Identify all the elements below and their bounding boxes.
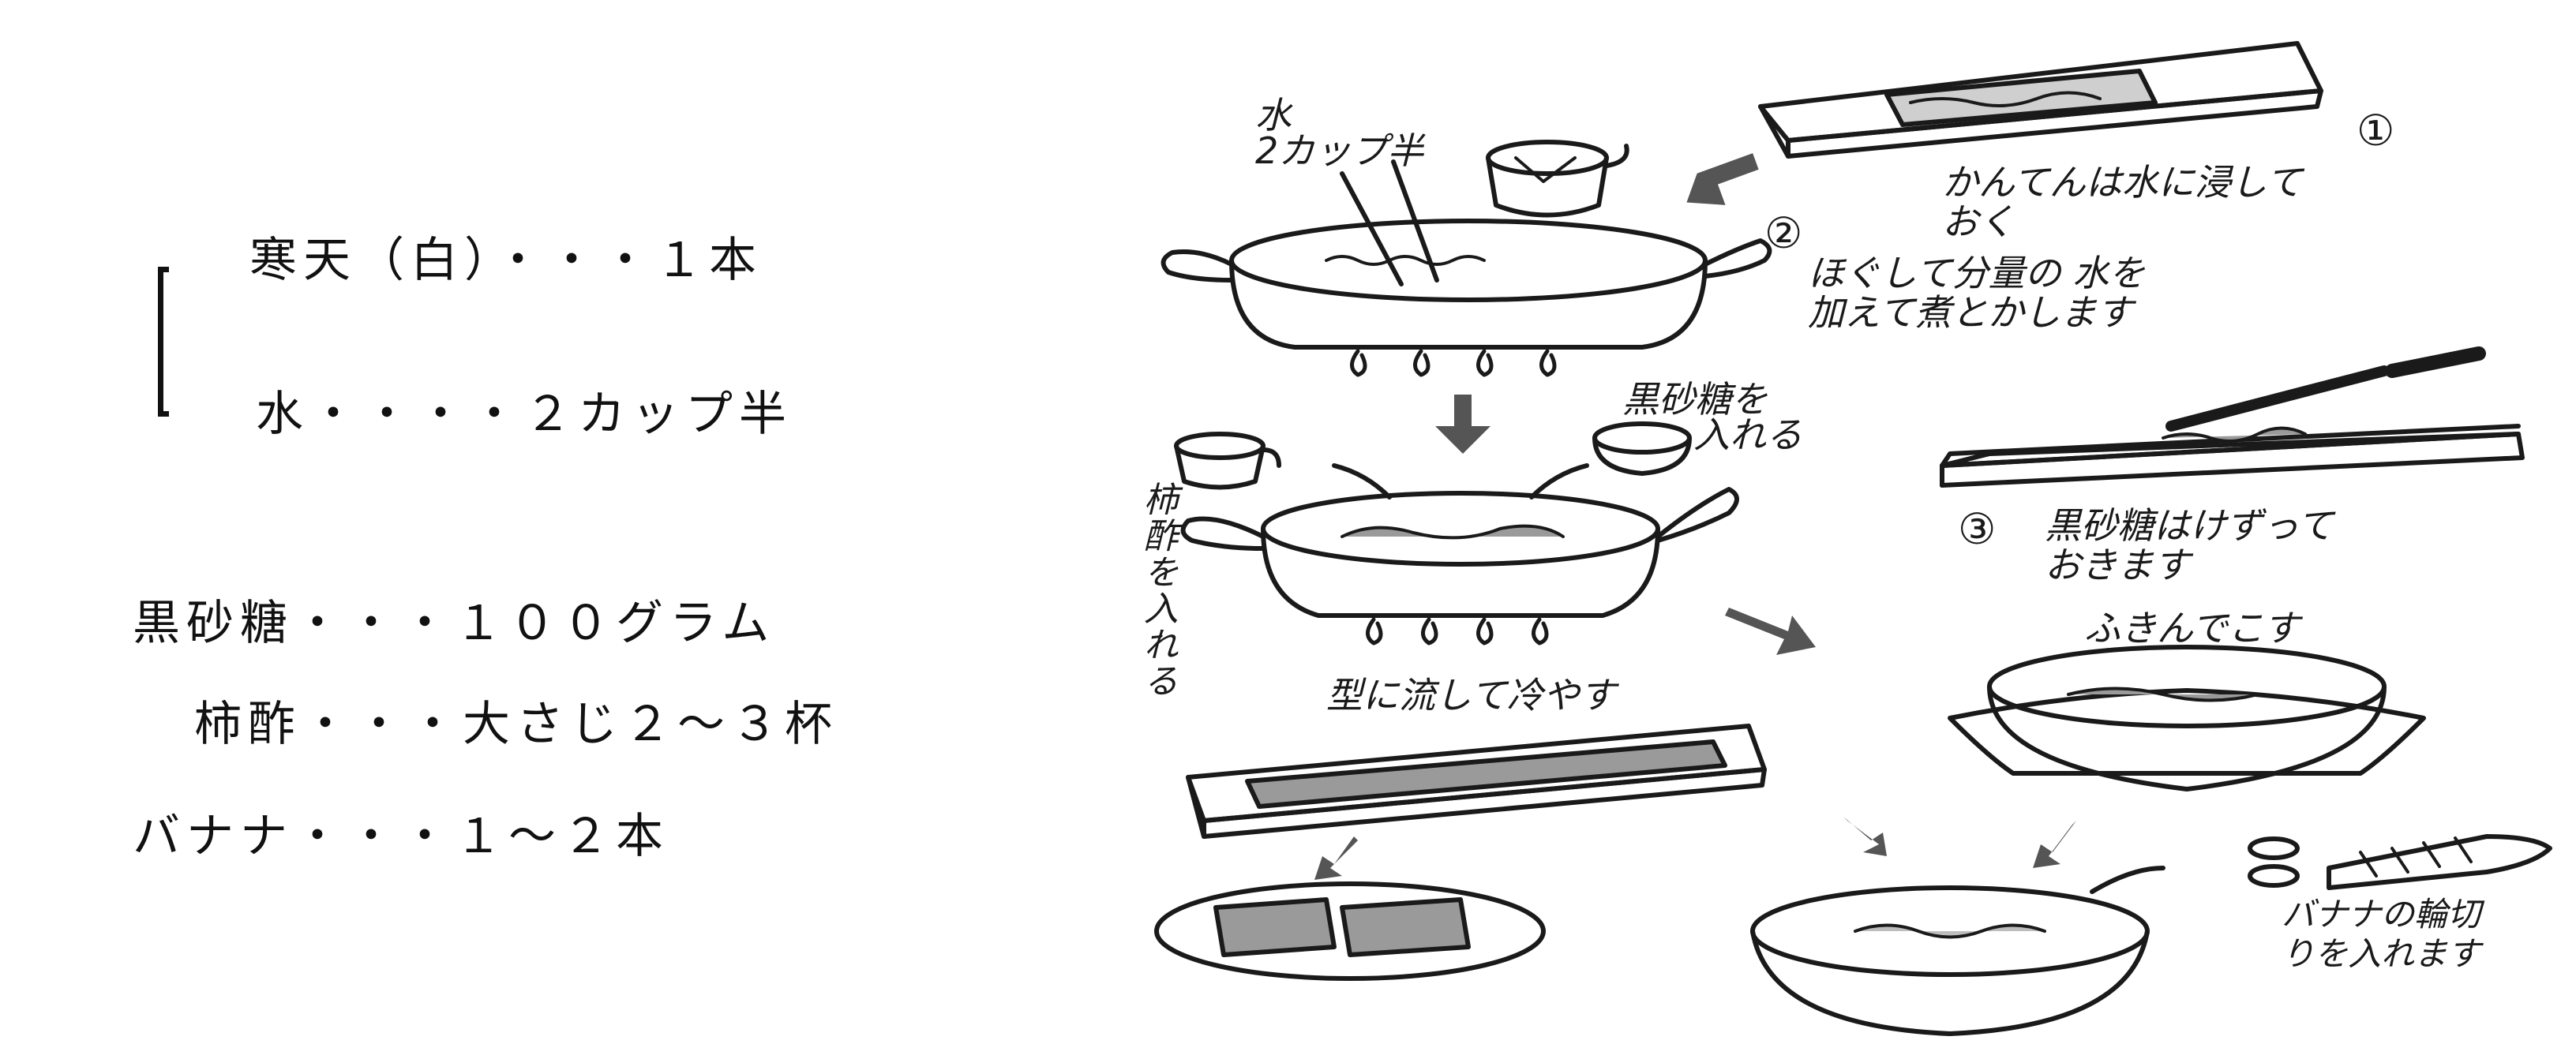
water-measuring-cup-illustration <box>1486 140 1629 218</box>
straining-bowl-illustration <box>1948 645 2426 791</box>
kurozato-label-line2: 入れる <box>1693 413 1802 456</box>
step1-line2: おく <box>1942 200 2015 243</box>
ingredient-kanten: 寒天（白）・・・１本 <box>249 233 763 288</box>
banana-label-line1: バナナの輪切 <box>2282 895 2481 934</box>
ingredient-kakisu: 柿酢・・・大さじ２～３杯 <box>194 697 838 752</box>
step1-line1: かんてんは水に浸して <box>1942 161 2303 204</box>
ingredient-water: 水・・・・２カップ半 <box>256 387 793 442</box>
step1-number: ① <box>2357 106 2395 155</box>
step2-line1: ほぐして分量の 水を <box>1808 252 2146 294</box>
banana-slices-illustration <box>2248 834 2552 890</box>
water-label-line1: 水 <box>1255 94 1292 137</box>
mixing-pot-illustration <box>1180 463 1739 645</box>
arrows <box>1314 153 2076 880</box>
cutting-board-illustration <box>1940 346 2525 488</box>
step2-line2: 加えて煮とかします <box>1808 291 2133 334</box>
kakisu-cup-illustration <box>1174 432 1281 490</box>
down-arrow <box>1435 395 1490 454</box>
mold-label: 型に流して冷やす <box>1326 674 1616 717</box>
step3-number: ③ <box>1958 504 1997 554</box>
strain-label: ふきんでこす <box>2084 607 2300 649</box>
kurozato-label-line1: 黒砂糖を <box>1622 378 1768 421</box>
ingredient-bracket <box>158 267 169 417</box>
finished-plate-illustration <box>1154 881 1546 981</box>
ingredient-banana: バナナ・・・１～２本 <box>133 809 669 864</box>
kakisu-label: 柿酢を入れる <box>1137 481 1178 699</box>
step3-line2: おきます <box>2045 544 2190 586</box>
mixing-bowl-illustration <box>1750 866 2165 1036</box>
banana-label-line2: りを入れます <box>2282 934 2481 973</box>
ingredient-kurozato: 黒砂糖・・・１００グラム <box>133 596 776 651</box>
kurozato-bowl-illustration <box>1592 421 1692 476</box>
mold-tray-illustration <box>1186 724 1767 839</box>
soaking-tray-illustration <box>1758 41 2323 159</box>
boiling-pot-illustration <box>1161 159 1772 377</box>
water-label-line2: 2カップ半 <box>1255 129 1424 172</box>
step3-line1: 黒砂糖はけずって <box>2045 504 2334 547</box>
step2-number: ② <box>1764 208 1803 258</box>
